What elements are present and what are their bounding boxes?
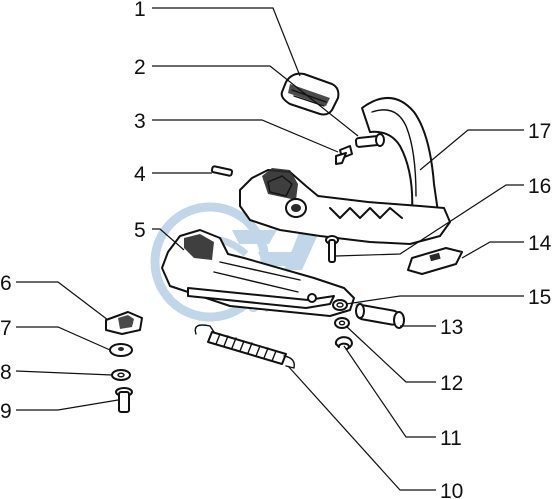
- watermark: MOTORPARTS: [150, 202, 364, 322]
- part-3-bolt: [335, 145, 353, 165]
- leader-1: [152, 7, 301, 77]
- callout-10: 10: [440, 480, 463, 499]
- part-10-spring: [194, 324, 295, 369]
- part-8-lock-washer: [111, 369, 131, 381]
- part-7-washer: [109, 343, 133, 357]
- callout-7: 7: [0, 317, 12, 340]
- part-16-bolt: [325, 235, 339, 263]
- callout-15: 15: [528, 286, 551, 309]
- callout-4: 4: [134, 163, 146, 186]
- callout-16: 16: [528, 175, 551, 198]
- callout-3: 3: [134, 110, 146, 133]
- callout-9: 9: [0, 400, 12, 423]
- callout-1: 1: [134, 0, 146, 21]
- callout-2: 2: [134, 56, 146, 79]
- callout-6: 6: [0, 272, 12, 295]
- leader-11: [343, 345, 436, 438]
- leader-14: [461, 241, 524, 259]
- part-4-roll-pin: [210, 165, 234, 177]
- part-15-spacer: [332, 299, 348, 311]
- callout-17: 17: [528, 120, 551, 143]
- leader-10: [287, 365, 436, 491]
- callout-14: 14: [528, 232, 552, 255]
- part-1-pedal-rubber: [280, 72, 340, 116]
- leader-9: [16, 399, 119, 411]
- leader-15: [345, 295, 524, 305]
- leader-lines: [15, 7, 524, 491]
- leader-2: [152, 65, 359, 137]
- part-5-bracket: [161, 229, 355, 317]
- leader-5: [152, 228, 185, 251]
- leader-8: [15, 370, 113, 376]
- callout-8: 8: [0, 361, 12, 384]
- callout-5: 5: [134, 219, 146, 242]
- callout-12: 12: [440, 372, 463, 395]
- part-11-circlip: [334, 336, 353, 350]
- part-12-washer: [334, 317, 350, 329]
- part-14-plate: [407, 247, 463, 275]
- part-9-screw: [115, 387, 133, 413]
- callout-13: 13: [440, 316, 463, 339]
- leader-6: [16, 281, 109, 321]
- part-2-pin: [354, 133, 385, 148]
- leader-12: [345, 325, 436, 383]
- part-13-pivot-pin: [355, 303, 405, 329]
- callout-11: 11: [440, 427, 462, 450]
- leader-3: [152, 119, 339, 153]
- part-17-stand-leg: [239, 96, 451, 245]
- part-6-clamp: [105, 311, 143, 335]
- leader-7: [16, 326, 111, 351]
- leader-16: [335, 184, 524, 257]
- leader-17: [419, 129, 524, 171]
